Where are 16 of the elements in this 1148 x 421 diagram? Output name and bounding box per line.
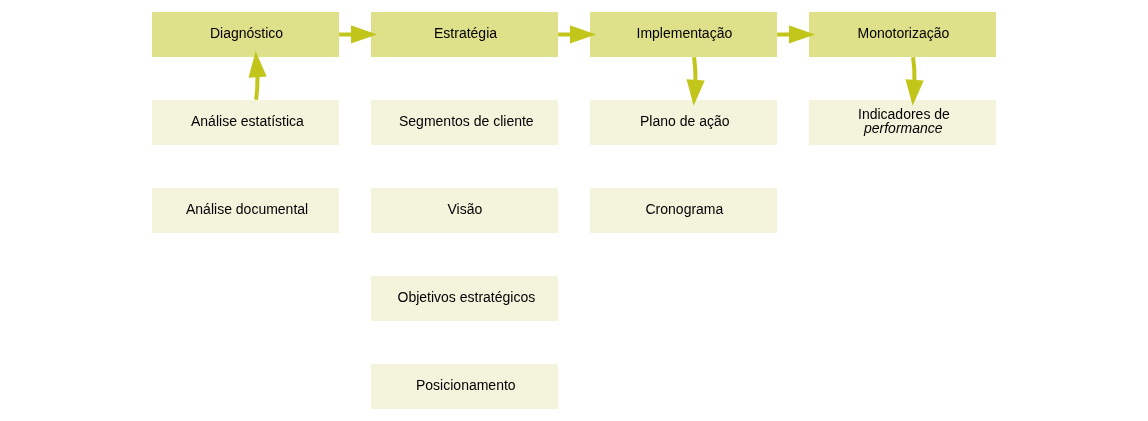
node-box: Plano de ação — [590, 100, 777, 145]
node-box: Diagnóstico — [152, 12, 339, 57]
arrow — [248, 51, 267, 101]
node-box: Implementação — [590, 12, 777, 57]
node-box: Análise documental — [152, 188, 339, 233]
node-box: Visão — [371, 188, 558, 233]
node-box: Estratégia — [371, 12, 558, 57]
node-box: Segmentos de cliente — [371, 100, 558, 145]
node-box: Monotorização — [809, 12, 996, 57]
node-box: Cronograma — [590, 188, 777, 233]
node-box: Análise estatística — [152, 100, 339, 145]
node-box: Indicadores de performance — [809, 100, 996, 145]
arrow — [686, 56, 705, 106]
arrow — [905, 56, 924, 106]
node-box: Posicionamento — [371, 364, 558, 409]
node-box: Objetivos estratégicos — [371, 276, 558, 321]
